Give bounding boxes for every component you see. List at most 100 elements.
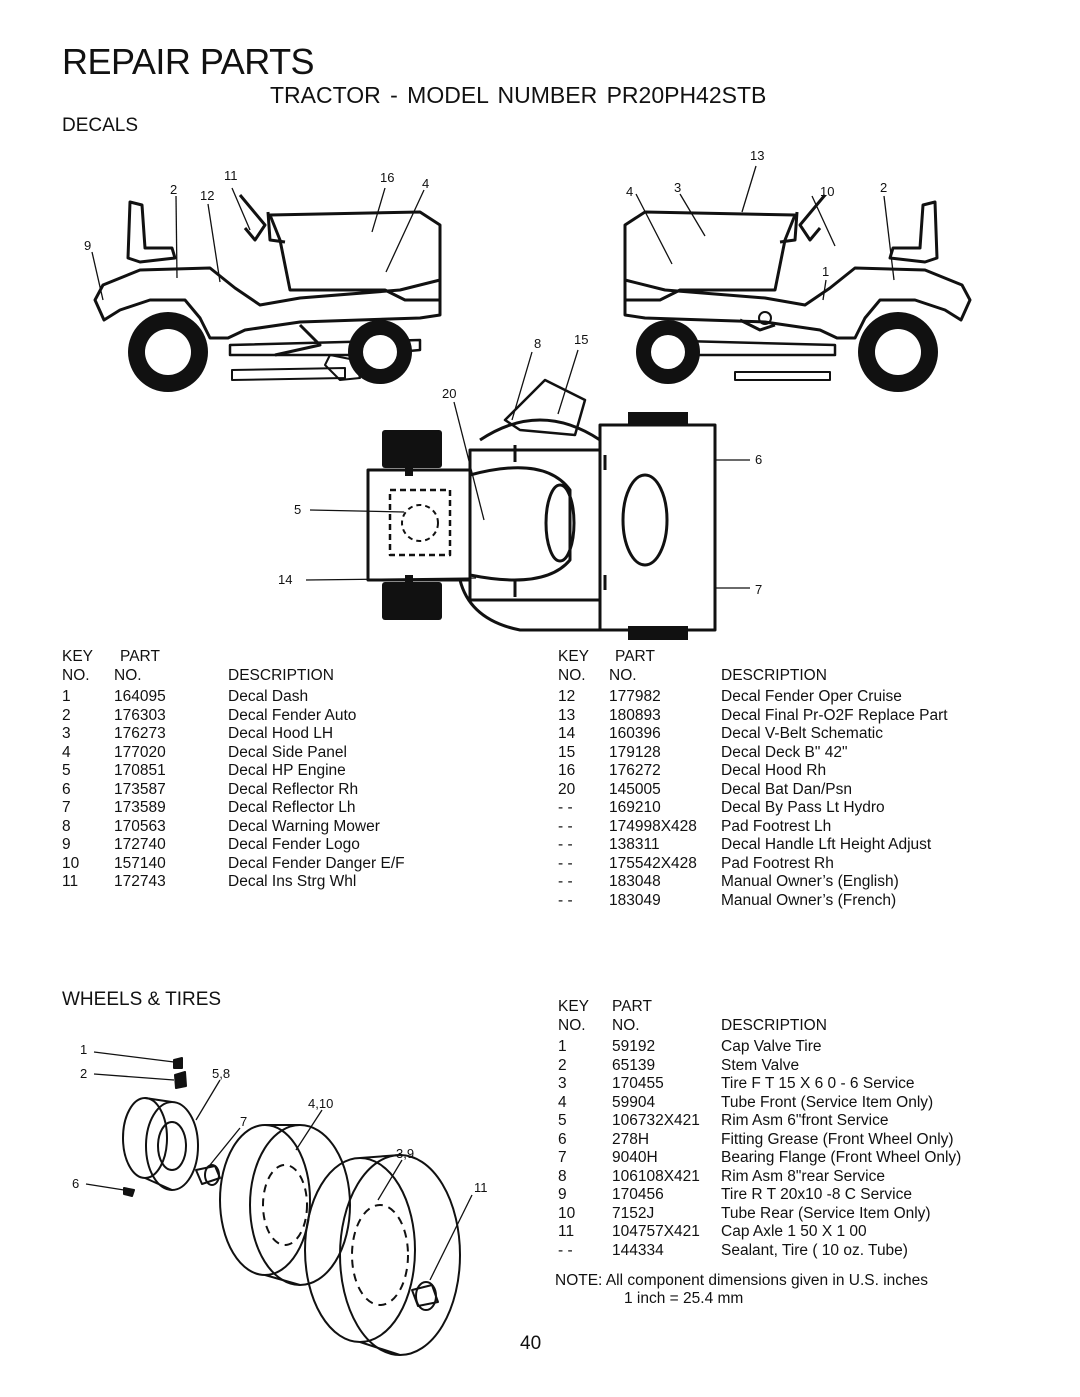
row-description: Fitting Grease (Front Wheel Only) [721, 1130, 954, 1148]
row-key: 6 [62, 780, 71, 798]
row-key: 7 [558, 1149, 567, 1166]
row-part-number: 170563 [114, 817, 166, 835]
row-description: Pad Footrest Lh [721, 817, 832, 835]
row-key: 4 [62, 743, 71, 761]
note-line-1: NOTE: All component dimensions given in … [555, 1272, 929, 1289]
row-description: Decal Side Panel [228, 743, 347, 761]
row-part-number: 176272 [609, 762, 661, 779]
row-part-number: 172740 [114, 836, 166, 853]
header-no: NO. [558, 667, 586, 684]
header-no: NO. [609, 667, 637, 684]
row-description: Decal Hood LH [228, 725, 334, 742]
row-key: 7 [62, 799, 71, 816]
wheels-exploded-diagram [122, 1057, 461, 1356]
row-key: 8 [62, 817, 71, 835]
header-description: DESCRIPTION [721, 667, 827, 684]
row-description: Sealant, Tire ( 10 oz. Tube) [721, 1241, 908, 1259]
row-part-number: 106108X421 [612, 1167, 700, 1185]
wheels-leader-lines [85, 1051, 473, 1281]
callout-2-left: 2 [170, 182, 177, 197]
row-part-number: 177020 [114, 743, 166, 761]
row-description: Decal Dash [228, 688, 309, 705]
row-part-number: 160396 [609, 725, 661, 742]
row-part-number: 59192 [612, 1038, 656, 1055]
header-description: DESCRIPTION [228, 667, 334, 684]
tractor-left-wheels [128, 312, 412, 392]
row-key: - - [558, 799, 573, 816]
row-key: 12 [558, 688, 576, 705]
row-part-number: 175542X428 [609, 854, 697, 872]
page-number: 40 [520, 1333, 542, 1354]
row-key: 9 [558, 1186, 567, 1203]
row-key: 6 [558, 1130, 567, 1148]
row-key: 10 [558, 1204, 576, 1222]
callout-15: 15 [574, 332, 588, 347]
row-description: Decal Reflector Lh [228, 799, 356, 816]
wheel-callout-2: 2 [80, 1066, 87, 1081]
callout-6: 6 [755, 452, 762, 467]
row-key: 4 [558, 1093, 567, 1111]
wheel-callout-7: 7 [240, 1114, 247, 1129]
wheel-callout-5-8: 5,8 [212, 1066, 230, 1081]
header-no: NO. [612, 1017, 640, 1034]
page-title: REPAIR PARTS [62, 41, 315, 82]
row-part-number: 183049 [609, 891, 661, 909]
row-description: Decal Ins Strg Whl [228, 873, 357, 890]
wheel-callout-6: 6 [72, 1176, 79, 1191]
row-part-number: 174998X428 [609, 817, 697, 835]
row-description: Decal By Pass Lt Hydro [721, 799, 885, 816]
row-key: 10 [62, 854, 80, 872]
row-key: - - [558, 817, 573, 835]
table-header: KEY PART NO. NO. DESCRIPTION [555, 648, 995, 688]
row-part-number: 172743 [114, 873, 166, 890]
row-key: 11 [62, 873, 79, 890]
table-row: 4 177020 Decal Side Panel [62, 744, 482, 763]
row-key: 1 [558, 1038, 567, 1055]
row-description: Decal Handle Lft Height Adjust [721, 836, 932, 853]
callout-10: 10 [820, 184, 834, 199]
row-part-number: 278H [612, 1130, 650, 1148]
row-description: Decal Deck B" 42" [721, 743, 848, 761]
header-part: PART [120, 648, 160, 665]
callout-2-right: 2 [880, 180, 887, 195]
row-part-number: 179128 [609, 743, 661, 761]
header-no: NO. [114, 667, 142, 684]
row-description: Tube Front (Service Item Only) [721, 1093, 934, 1111]
callout-14: 14 [278, 572, 292, 587]
row-key: - - [558, 836, 573, 853]
row-part-number: 180893 [609, 706, 661, 724]
row-key: - - [558, 873, 573, 890]
row-description: Rim Asm 8"rear Service [721, 1167, 885, 1185]
wheels-callouts: 1 2 5,8 4,10 7 3,9 6 11 [72, 1042, 488, 1195]
callout-7: 7 [755, 582, 762, 597]
row-part-number: 104757X421 [612, 1223, 700, 1240]
row-description: Tire R T 20x10 -8 C Service [721, 1186, 912, 1203]
row-key: 8 [558, 1167, 567, 1185]
row-description: Decal Hood Rh [721, 762, 827, 779]
row-part-number: 157140 [114, 854, 166, 872]
row-description: Decal V-Belt Schematic [721, 725, 883, 742]
header-part: PART [612, 998, 652, 1015]
row-part-number: 59904 [612, 1093, 656, 1111]
wheel-callout-1: 1 [80, 1042, 87, 1057]
wheel-callout-3-9: 3,9 [396, 1146, 414, 1161]
callout-1: 1 [822, 264, 829, 279]
row-part-number: 164095 [114, 688, 166, 705]
